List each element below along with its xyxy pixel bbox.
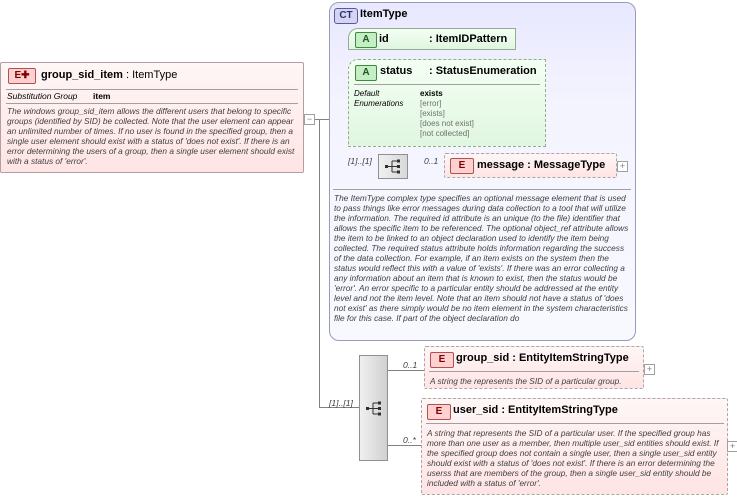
complex-type-icon: CT	[334, 8, 358, 24]
divider	[6, 103, 298, 104]
element-icon: E	[450, 158, 474, 174]
message-element-name: message	[477, 159, 525, 171]
attribute-id-name: id	[379, 33, 389, 45]
sequence-icon	[366, 401, 381, 416]
outer-sequence-compositor[interactable]	[359, 355, 388, 461]
user-sid-element-box[interactable]: E user_sid : EntityItemStringType A stri…	[421, 398, 728, 495]
attribute-id-type: : ItemIDPattern	[429, 33, 508, 45]
element-icon: E	[427, 404, 451, 420]
element-tag-label: E	[14, 70, 22, 81]
root-element-description: The windows group_sid_item allows the di…	[7, 106, 295, 166]
attribute-status-name: status	[380, 65, 413, 77]
enumeration-item: [exists]	[420, 109, 445, 118]
user-sid-type: : EntityItemStringType	[501, 404, 618, 416]
element-icon: E✚	[8, 68, 36, 84]
expand-icon[interactable]: +	[644, 364, 655, 375]
group-sid-description: A string the represents the SID of a par…	[430, 376, 622, 386]
default-label: Default	[354, 89, 380, 98]
outer-sequence-cardinality: [1]..[1]	[329, 398, 353, 408]
connector-to-seq	[319, 407, 359, 408]
divider	[354, 84, 540, 85]
enumeration-item: [error]	[420, 99, 442, 108]
expand-icon[interactable]: +	[727, 441, 737, 452]
root-element-title: group_sid_item : ItemType	[41, 69, 177, 81]
group-sid-type: : EntityItemStringType	[512, 352, 629, 364]
message-element-title: message : MessageType	[477, 159, 605, 171]
collapse-icon[interactable]: −	[304, 114, 315, 125]
divider	[426, 423, 724, 424]
sequence-compositor[interactable]	[378, 154, 408, 179]
attribute-id-box[interactable]: A id : ItemIDPattern	[348, 28, 516, 50]
sequence-cardinality: [1]..[1]	[348, 156, 372, 166]
group-sid-name: group_sid	[456, 352, 510, 364]
enumeration-item: [not collected]	[420, 129, 470, 138]
user-sid-description: A string that represents the SID of a pa…	[427, 428, 719, 488]
connector-trunk	[319, 119, 320, 408]
message-element-box[interactable]: E message : MessageType	[444, 153, 617, 178]
attribute-icon: A	[355, 65, 377, 81]
substitution-group-value: item	[93, 91, 111, 101]
enumeration-item: [does not exist]	[420, 119, 474, 128]
group-sid-title: group_sid : EntityItemStringType	[456, 352, 629, 364]
substitution-group-label: Substitution Group	[7, 91, 78, 101]
user-sid-title: user_sid : EntityItemStringType	[453, 404, 618, 416]
message-element-type: : MessageType	[527, 159, 606, 171]
expand-icon[interactable]: +	[617, 161, 628, 172]
root-element-type: : ItemType	[125, 69, 178, 81]
connector-to-ct	[319, 119, 329, 120]
complex-type-description: The ItemType complex type specifies an o…	[334, 193, 629, 323]
user-sid-name: user_sid	[453, 404, 499, 416]
divider	[429, 371, 639, 372]
user-sid-cardinality: 0..*	[403, 435, 416, 445]
group-sid-element-box[interactable]: E group_sid : EntityItemStringType A str…	[424, 346, 644, 389]
complex-type-name: ItemType	[360, 8, 408, 20]
root-element-name: group_sid_item	[41, 69, 123, 81]
connector-seq-children-2	[388, 445, 421, 446]
divider	[6, 89, 298, 90]
attribute-status-box[interactable]: A status : StatusEnumeration Default Enu…	[348, 59, 546, 147]
enumerations-label: Enumerations	[354, 99, 404, 108]
substitution-plus-icon: ✚	[21, 70, 30, 81]
attribute-status-type: : StatusEnumeration	[429, 65, 537, 77]
group-sid-cardinality: 0..1	[403, 360, 418, 370]
default-value: exists	[420, 89, 443, 98]
attribute-icon: A	[355, 32, 377, 48]
connector-seq-children	[388, 370, 425, 371]
message-cardinality: 0..1	[424, 156, 439, 166]
sequence-icon	[385, 159, 400, 174]
divider	[333, 189, 631, 190]
root-element-box[interactable]: E✚ group_sid_item : ItemType Substitutio…	[0, 62, 304, 173]
element-icon: E	[430, 352, 454, 368]
